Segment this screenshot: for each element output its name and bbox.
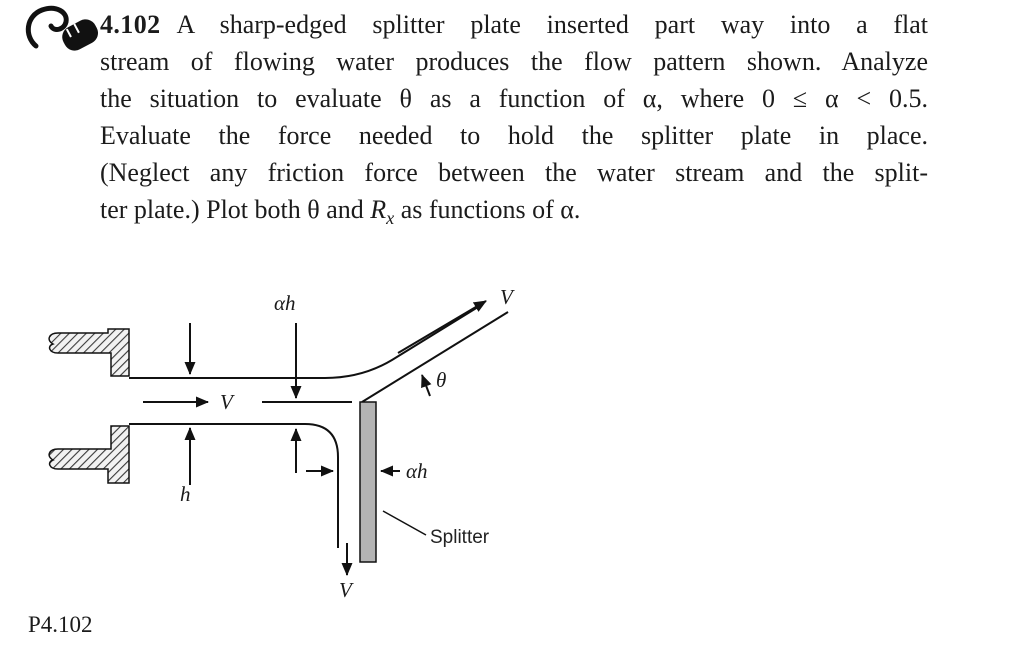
mouse-button-divider-2 — [73, 23, 80, 34]
alpha-h-bottom-label: αh — [406, 459, 428, 483]
stream-bottom-boundary — [129, 423, 339, 548]
stream-top-boundary — [129, 306, 479, 379]
upper-outflow: V — [397, 285, 515, 354]
mouse-body — [62, 19, 99, 51]
upper-jet-lower-boundary — [361, 311, 509, 403]
alpha-h-top-label: αh — [274, 291, 296, 315]
alpha-h-bottom-dimension: αh — [306, 459, 428, 483]
mouse-cable — [25, 5, 69, 49]
splitter-label: Splitter — [430, 527, 490, 548]
inlet-velocity-label: V — [220, 390, 235, 414]
inlet-velocity: V — [143, 390, 235, 414]
alpha-h-top-dimension: αh — [274, 291, 302, 473]
problem-statement: 4.102 A sharp-edged splitter plate insert… — [100, 6, 928, 237]
problem-line-1-text: A sharp-edged splitter plate inserted pa… — [176, 10, 929, 39]
h-dimension: h — [180, 323, 196, 506]
computer-mouse-icon — [25, 5, 99, 51]
rx-symbol: R — [370, 195, 387, 224]
problem-number: 4.102 — [100, 10, 161, 39]
theta-label: θ — [436, 368, 446, 392]
theta-arrow — [421, 374, 432, 397]
rx-subscript: x — [386, 208, 395, 229]
bottom-outflow: V — [339, 543, 354, 602]
bottom-outflow-label: V — [339, 578, 354, 602]
problem-line-6-post: as functions of α. — [394, 195, 581, 224]
upper-outflow-label: V — [500, 285, 515, 309]
splitter-plate — [359, 401, 377, 563]
problem-line-2: stream of flowing water produces the flo… — [100, 47, 928, 76]
h-label: h — [180, 482, 191, 506]
nozzle-wall-bottom — [48, 425, 130, 484]
problem-line-5: (Neglect any friction force between the … — [100, 158, 928, 187]
splitter-callout: Splitter — [382, 510, 490, 548]
problem-line-4: Evaluate the force needed to hold the sp… — [100, 121, 928, 150]
theta-angle: θ — [421, 368, 446, 397]
mouse-button-divider-1 — [65, 28, 72, 38]
problem-line-6: ter plate.) Plot both θ and Rx as functi… — [100, 191, 928, 237]
splitter-leader-line — [382, 510, 427, 536]
mouse-shell — [62, 19, 99, 51]
flow-diagram: V V θ h αh αh Splitter V — [48, 285, 515, 602]
upper-outflow-arrow — [397, 300, 487, 354]
problem-line-1: 4.102 A sharp-edged splitter plate insert… — [100, 6, 928, 43]
figure-number: P4.102 — [28, 612, 93, 637]
problem-line-3: the situation to evaluate θ as a functio… — [100, 84, 928, 113]
problem-line-6-pre: ter plate.) Plot both θ and — [100, 195, 371, 224]
nozzle-wall-top — [48, 328, 130, 377]
